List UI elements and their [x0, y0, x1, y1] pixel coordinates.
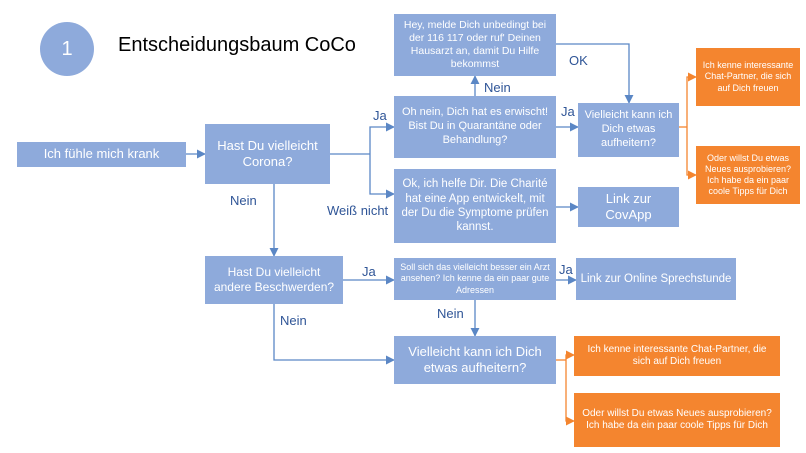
label-ok: OK [569, 53, 588, 68]
label-nein-doctor: Nein [437, 306, 464, 321]
label-nein-other: Nein [230, 193, 257, 208]
node-charite-app: Ok, ich helfe Dir. Die Charité hat eine … [394, 169, 556, 243]
node-question-other: Hast Du vielleicht andere Beschwerden? [205, 256, 343, 304]
label-ja-cheer: Ja [561, 104, 575, 119]
node-cheer-up-top: Vielleicht kann ich Dich etwas aufheiter… [578, 103, 679, 157]
node-chat-partner-top: Ich kenne interessante Chat-Partner, die… [696, 48, 800, 106]
node-start: Ich fühle mich krank [17, 142, 186, 167]
node-question-infected: Oh nein, Dich hat es erwischt! Bist Du i… [394, 96, 556, 158]
edge-ja-infected [369, 122, 395, 154]
node-online-consult: Link zur Online Sprechstunde [576, 258, 736, 300]
label-nein-cheer: Nein [280, 313, 307, 328]
node-question-doctor: Soll sich das vielleicht besser ein Arzt… [394, 258, 556, 300]
page-title: Entscheidungsbaum CoCo [118, 34, 356, 56]
node-tips-top: Oder willst Du etwas Neues ausprobieren?… [696, 146, 800, 204]
label-ja-online: Ja [559, 262, 573, 277]
edge-cheer-top-tips [686, 127, 697, 180]
edge-weissnicht-app [369, 154, 395, 199]
edge-other-cheer [273, 304, 395, 365]
node-cheer-up-bottom: Vielleicht kann ich Dich etwas aufheiter… [394, 336, 556, 384]
node-call-hotline: Hey, melde Dich unbedingt bei der 116 11… [394, 14, 556, 76]
node-covapp-link: Link zur CovApp [578, 187, 679, 227]
label-weiss-nicht: Weiß nicht [327, 203, 389, 218]
label-ja-infected: Ja [373, 108, 387, 123]
step-badge: 1 [40, 22, 94, 76]
node-tips-bottom: Oder willst Du etwas Neues ausprobieren?… [574, 393, 780, 447]
label-ja-doctor: Ja [362, 264, 376, 279]
label-nein-hotline: Nein [484, 80, 511, 95]
edge-hotline-cheer [556, 43, 634, 104]
edge-cheer-bottom-tips [565, 360, 575, 426]
edge-cheer-bottom-chat [565, 350, 575, 360]
node-question-corona: Hast Du vielleicht Corona? [205, 124, 330, 184]
node-chat-partner-bottom: Ich kenne interessante Chat-Partner, die… [574, 336, 780, 376]
edge-cheer-top-chat [686, 72, 697, 127]
